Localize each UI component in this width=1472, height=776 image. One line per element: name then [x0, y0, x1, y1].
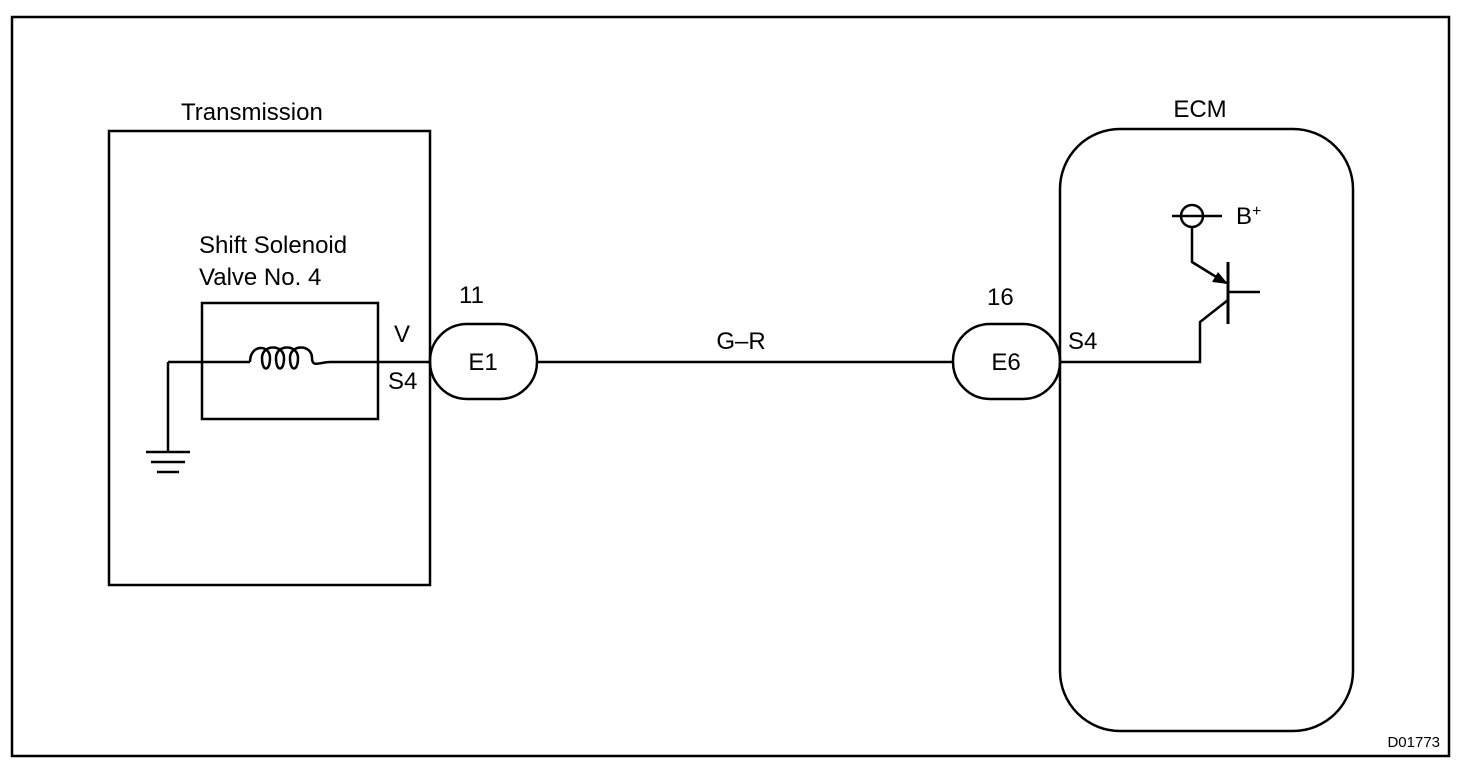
- diagram-frame: [10, 15, 1451, 758]
- solenoid-wire-color-label: V: [394, 321, 410, 348]
- solenoid-label-line2: Valve No. 4: [199, 264, 321, 291]
- connector-e6-label: E6: [991, 349, 1020, 376]
- solenoid-coil-icon: [248, 346, 331, 370]
- connector-e1-pin-number: 11: [459, 282, 484, 309]
- solenoid-label-line1: Shift Solenoid: [199, 232, 347, 259]
- transmission-title: Transmission: [181, 99, 323, 126]
- power-supply-icon: [1172, 203, 1222, 229]
- connector-e6-pin-number: 16: [987, 284, 1014, 311]
- solenoid-circuit: [166, 346, 430, 451]
- ecm-title: ECM: [1173, 96, 1226, 123]
- power-supply-label-sup: +: [1252, 203, 1261, 220]
- ecm-terminal-label: S4: [1068, 328, 1097, 355]
- transistor-emitter-arrow-icon: [1212, 272, 1228, 284]
- harness-wire-color-label: G–R: [716, 328, 765, 355]
- connector-e1-label: E1: [468, 349, 497, 376]
- power-supply-label-base: B: [1236, 203, 1252, 230]
- power-supply-label: B+: [1236, 203, 1261, 230]
- ecm-box: [1058, 127, 1355, 733]
- ecm-driver-circuit: [1060, 228, 1260, 364]
- transmission-terminal-label: S4: [388, 368, 417, 395]
- ground-icon: [146, 450, 190, 474]
- figure-code: D01773: [1387, 734, 1440, 751]
